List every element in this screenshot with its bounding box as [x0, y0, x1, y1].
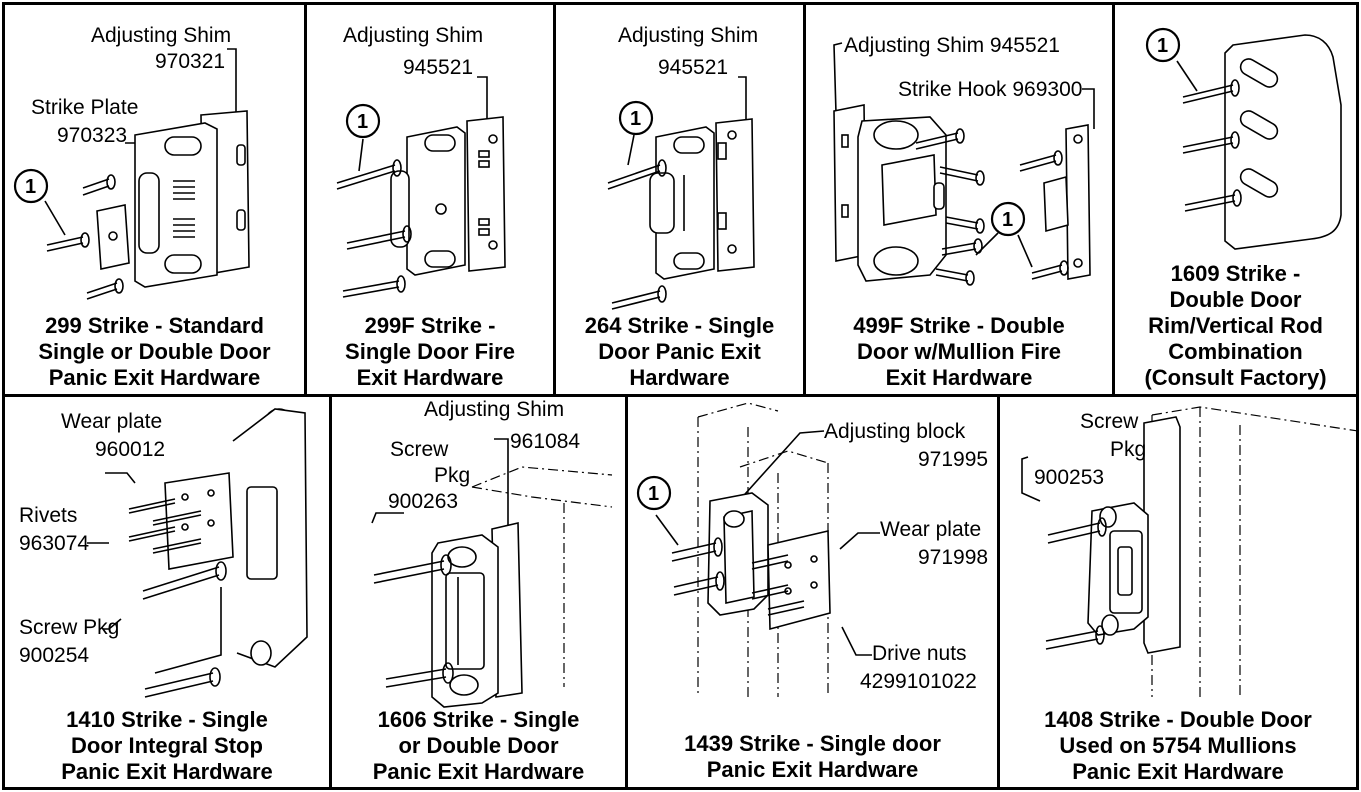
strike-plate-label: Strike Plate: [31, 96, 139, 119]
callout-number: 1: [1002, 209, 1013, 231]
caption-1410: 1410 Strike - Single Door Integral Stop …: [61, 707, 273, 784]
strike-plate-part-number: 970323: [57, 124, 128, 147]
strike-299f-illustration: 1: [336, 76, 506, 298]
strike-1606-illustration: [371, 438, 613, 708]
callout-number: 1: [25, 176, 36, 198]
wear-plate-part-number: 960012: [95, 438, 166, 461]
caption-299: 299 Strike - Standard Single or Double D…: [38, 313, 271, 390]
callout-number: 1: [1157, 35, 1168, 57]
panel-1410-strike: Wear plate 960012 Rivets 963074 Screw Pk…: [2, 394, 332, 790]
screw-pkg-label-line2: Pkg: [434, 464, 471, 487]
callout-circle-1: [13, 168, 49, 204]
screw-pkg-part-number: 900254: [19, 644, 90, 667]
caption-499f: 499F Strike - Double Door w/Mullion Fire…: [853, 313, 1065, 390]
drive-nuts-part-number: 4299101022: [860, 670, 977, 693]
panel-499f-strike: 1 Adjusting Shim 945521 Strike Hook 9693…: [803, 2, 1115, 397]
caption-264: 264 Strike - Single Door Panic Exit Hard…: [584, 313, 775, 390]
screw-pkg-label-line1: Screw: [390, 438, 449, 461]
shim-part-number: 945521: [403, 56, 474, 79]
shim-label: Adjusting Shim: [91, 24, 232, 47]
adjusting-block-label: Adjusting block: [824, 420, 966, 443]
screw-pkg-part-number: 900263: [388, 490, 459, 513]
callout-circle-1: [1145, 27, 1181, 63]
rivets-label: Rivets: [19, 504, 78, 527]
caption-1408: 1408 Strike - Double Door Used on 5754 M…: [1044, 707, 1312, 784]
panel-1408-strike: Screw Pkg 900253 1408 Strike - Double Do…: [997, 394, 1359, 790]
panel-1439-strike: 1 Adjusting block 971995 Wear plate 9719…: [625, 394, 1000, 790]
screw-pkg-part-number: 900253: [1034, 466, 1105, 489]
rivets-part-number: 963074: [19, 532, 90, 555]
panel-1609-strike: 1 1609 Strike - Double Door Rim/Vertical…: [1112, 2, 1359, 397]
caption-299f: 299F Strike - Single Door Fire Exit Hard…: [345, 313, 515, 390]
strike-1439-illustration: 1: [636, 402, 880, 697]
adjusting-block-part-number: 971995: [918, 448, 989, 471]
shim-label: Adjusting Shim: [424, 398, 565, 421]
wear-plate-part-number: 971998: [918, 546, 989, 569]
shim-label: Adjusting Shim: [343, 24, 484, 47]
wear-plate-label: Wear plate: [61, 410, 163, 433]
panel-1606-strike: Adjusting Shim 961084 Screw Pkg 900263 1…: [329, 394, 628, 790]
caption-1439: 1439 Strike - Single door Panic Exit Har…: [684, 731, 941, 782]
shim-label: Adjusting Shim: [618, 24, 759, 47]
callout-circle-1: [345, 103, 381, 139]
callout-circle-1: [990, 201, 1026, 237]
strike-264-illustration: 1: [607, 76, 755, 310]
caption-1609: 1609 Strike - Double Door Rim/Vertical R…: [1144, 261, 1327, 390]
strike-1609-illustration: 1: [1145, 27, 1342, 250]
strike-hook-label: Strike Hook 969300: [898, 78, 1083, 101]
callout-number: 1: [648, 483, 659, 505]
strike-1408-illustration: [1021, 406, 1356, 697]
strike-1410-illustration: [87, 408, 308, 698]
shim-part-number: 945521: [658, 56, 729, 79]
shim-part-number: 970321: [155, 50, 226, 73]
screw-pkg-label-line1: Screw: [1080, 410, 1139, 433]
strike-299-illustration: 1: [13, 48, 250, 300]
panel-264-strike: 1 Adjusting Shim 945521 264 Strike - Sin…: [553, 2, 806, 397]
callout-number: 1: [357, 111, 368, 133]
screw-pkg-label: Screw Pkg: [19, 616, 120, 639]
shim-part-number: 961084: [510, 430, 581, 453]
callout-number: 1: [630, 108, 641, 130]
drive-nuts-label: Drive nuts: [872, 642, 967, 665]
panel-299-strike: 1 Adjusting Shim 970321 Strike Plate 970…: [2, 2, 307, 397]
callout-circle-1: [636, 475, 672, 511]
strike-499f-illustration: 1: [833, 42, 1095, 286]
panel-299f-strike: 1 Adjusting Shim 945521 299F Strike - Si…: [304, 2, 556, 397]
callout-circle-1: [618, 100, 654, 136]
caption-1606: 1606 Strike - Single or Double Door Pani…: [372, 707, 585, 784]
shim-label: Adjusting Shim 945521: [844, 34, 1060, 57]
screw-pkg-label-line2: Pkg: [1110, 438, 1147, 461]
wear-plate-label: Wear plate: [880, 518, 982, 541]
